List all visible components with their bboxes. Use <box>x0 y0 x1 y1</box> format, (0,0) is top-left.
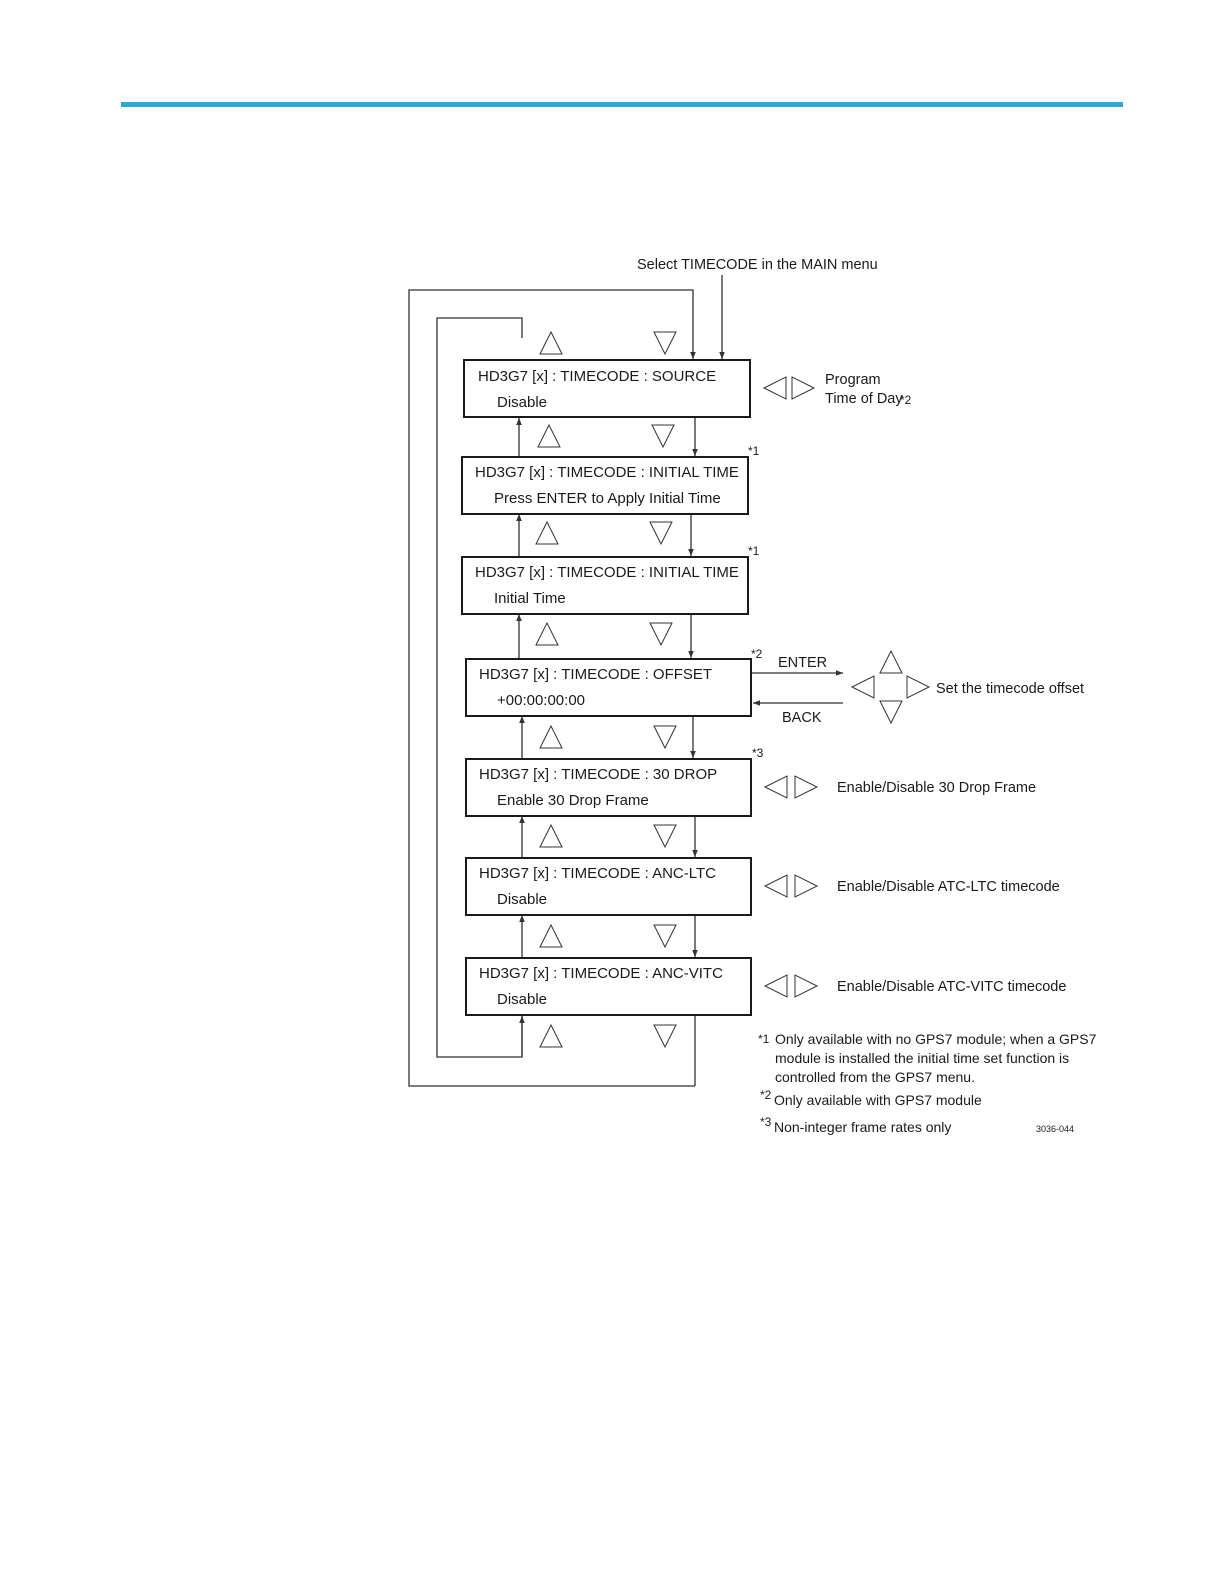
up-arrow-icon <box>539 330 563 355</box>
menu-box-anc-vitc[interactable]: HD3G7 [x] : TIMECODE : ANC-VITC Disable <box>465 957 752 1016</box>
right-arrow-icon <box>794 974 819 998</box>
menu-title: HD3G7 [x] : TIMECODE : OFFSET <box>479 666 712 683</box>
nav-triangles <box>535 330 677 1049</box>
up-arrow-icon <box>535 520 559 545</box>
up-arrow-icon <box>539 823 563 848</box>
down-arrow-icon <box>879 700 903 725</box>
up-arrow-icon <box>879 649 903 674</box>
down-arrow-icon <box>651 424 675 449</box>
offset-description: Set the timecode offset <box>936 681 1084 697</box>
left-arrow-icon <box>763 775 788 799</box>
figure-id: 3036-044 <box>1036 1124 1074 1134</box>
down-arrow-icon <box>653 824 677 849</box>
menu-title: HD3G7 [x] : TIMECODE : SOURCE <box>478 368 716 385</box>
left-arrow-icon <box>763 874 788 898</box>
footnotes: *1 Only available with no GPS7 module; w… <box>758 1031 1097 1135</box>
ltc-description: Enable/Disable ATC-LTC timecode <box>837 879 1060 895</box>
menu-value: Press ENTER to Apply Initial Time <box>494 490 721 507</box>
down-arrow-icon <box>653 1024 677 1049</box>
menu-box-source[interactable]: HD3G7 [x] : TIMECODE : SOURCE Disable <box>463 359 751 418</box>
menu-value: Enable 30 Drop Frame <box>497 792 649 809</box>
menu-title: HD3G7 [x] : TIMECODE : ANC-LTC <box>479 865 716 882</box>
menu-box-anc-ltc[interactable]: HD3G7 [x] : TIMECODE : ANC-LTC Disable <box>465 857 752 916</box>
right-arrow-icon <box>791 376 816 400</box>
footnote-mark: *2 <box>760 1088 772 1102</box>
footnote-1-line-2: module is installed the initial time set… <box>775 1050 1069 1066</box>
menu-value: Disable <box>497 394 547 411</box>
source-option-time-of-day: Time of Day <box>825 391 903 407</box>
menu-title: HD3G7 [x] : TIMECODE : INITIAL TIME <box>475 464 739 481</box>
footnote-1-line-1: Only available with no GPS7 module; when… <box>775 1031 1097 1047</box>
menu-value: Disable <box>497 991 547 1008</box>
menu-title: HD3G7 [x] : TIMECODE : 30 DROP <box>479 766 717 783</box>
right-arrow-icon <box>794 775 819 799</box>
right-arrow-icon <box>794 874 819 898</box>
menu-box-initial-time-apply[interactable]: HD3G7 [x] : TIMECODE : INITIAL TIME Pres… <box>461 444 760 515</box>
footnote-mark: *3 <box>760 1115 772 1129</box>
menu-value: Initial Time <box>494 590 566 607</box>
down-arrow-icon <box>653 924 677 949</box>
ltc-side-controls: Enable/Disable ATC-LTC timecode <box>763 874 1060 898</box>
drop-side-controls: Enable/Disable 30 Drop Frame <box>763 775 1036 799</box>
vitc-side-controls: Enable/Disable ATC-VITC timecode <box>763 974 1066 998</box>
footnote-1-line-3: controlled from the GPS7 menu. <box>775 1069 975 1085</box>
down-arrow-icon <box>649 521 673 546</box>
menu-box-initial-time[interactable]: HD3G7 [x] : TIMECODE : INITIAL TIME Init… <box>461 544 760 615</box>
menu-box-30-drop[interactable]: HD3G7 [x] : TIMECODE : 30 DROP Enable 30… <box>465 746 764 817</box>
drop-description: Enable/Disable 30 Drop Frame <box>837 780 1036 796</box>
menu-connectors <box>516 418 698 1057</box>
up-arrow-icon <box>537 423 561 448</box>
left-arrow-icon <box>850 675 875 699</box>
left-arrow-icon <box>762 376 787 400</box>
up-arrow-icon <box>539 923 563 948</box>
source-side-controls: Program Time of Day *2 <box>762 372 912 407</box>
footnote-2-line-1: Only available with GPS7 module <box>774 1092 982 1108</box>
up-arrow-icon <box>539 724 563 749</box>
footnote-mark: *1 <box>748 444 760 458</box>
menu-title: HD3G7 [x] : TIMECODE : INITIAL TIME <box>475 564 739 581</box>
footnote-3-line-1: Non-integer frame rates only <box>774 1119 951 1135</box>
header-rule <box>121 102 1123 107</box>
footnote-mark: *1 <box>758 1032 770 1046</box>
entry-label: Select TIMECODE in the MAIN menu <box>637 257 878 273</box>
menu-title: HD3G7 [x] : TIMECODE : ANC-VITC <box>479 965 723 982</box>
down-arrow-icon <box>653 331 677 356</box>
up-arrow-icon <box>535 621 559 646</box>
left-arrow-icon <box>763 974 788 998</box>
offset-side-controls: ENTER BACK Set the timecode offset <box>752 649 1084 726</box>
menu-box-offset[interactable]: HD3G7 [x] : TIMECODE : OFFSET +00:00:00:… <box>465 647 763 717</box>
menu-value: Disable <box>497 891 547 908</box>
footnote-mark: *2 <box>751 647 763 661</box>
back-label: BACK <box>782 710 822 726</box>
vitc-description: Enable/Disable ATC-VITC timecode <box>837 979 1066 995</box>
up-arrow-icon <box>539 1023 563 1048</box>
enter-label: ENTER <box>778 655 827 671</box>
menu-value: +00:00:00:00 <box>497 692 585 709</box>
right-arrow-icon <box>906 675 931 699</box>
down-arrow-icon <box>649 622 673 647</box>
footnote-mark: *1 <box>748 544 760 558</box>
footnote-mark: *3 <box>752 746 764 760</box>
source-option-program: Program <box>825 372 881 388</box>
down-arrow-icon <box>653 725 677 750</box>
footnote-mark: *2 <box>900 393 912 407</box>
